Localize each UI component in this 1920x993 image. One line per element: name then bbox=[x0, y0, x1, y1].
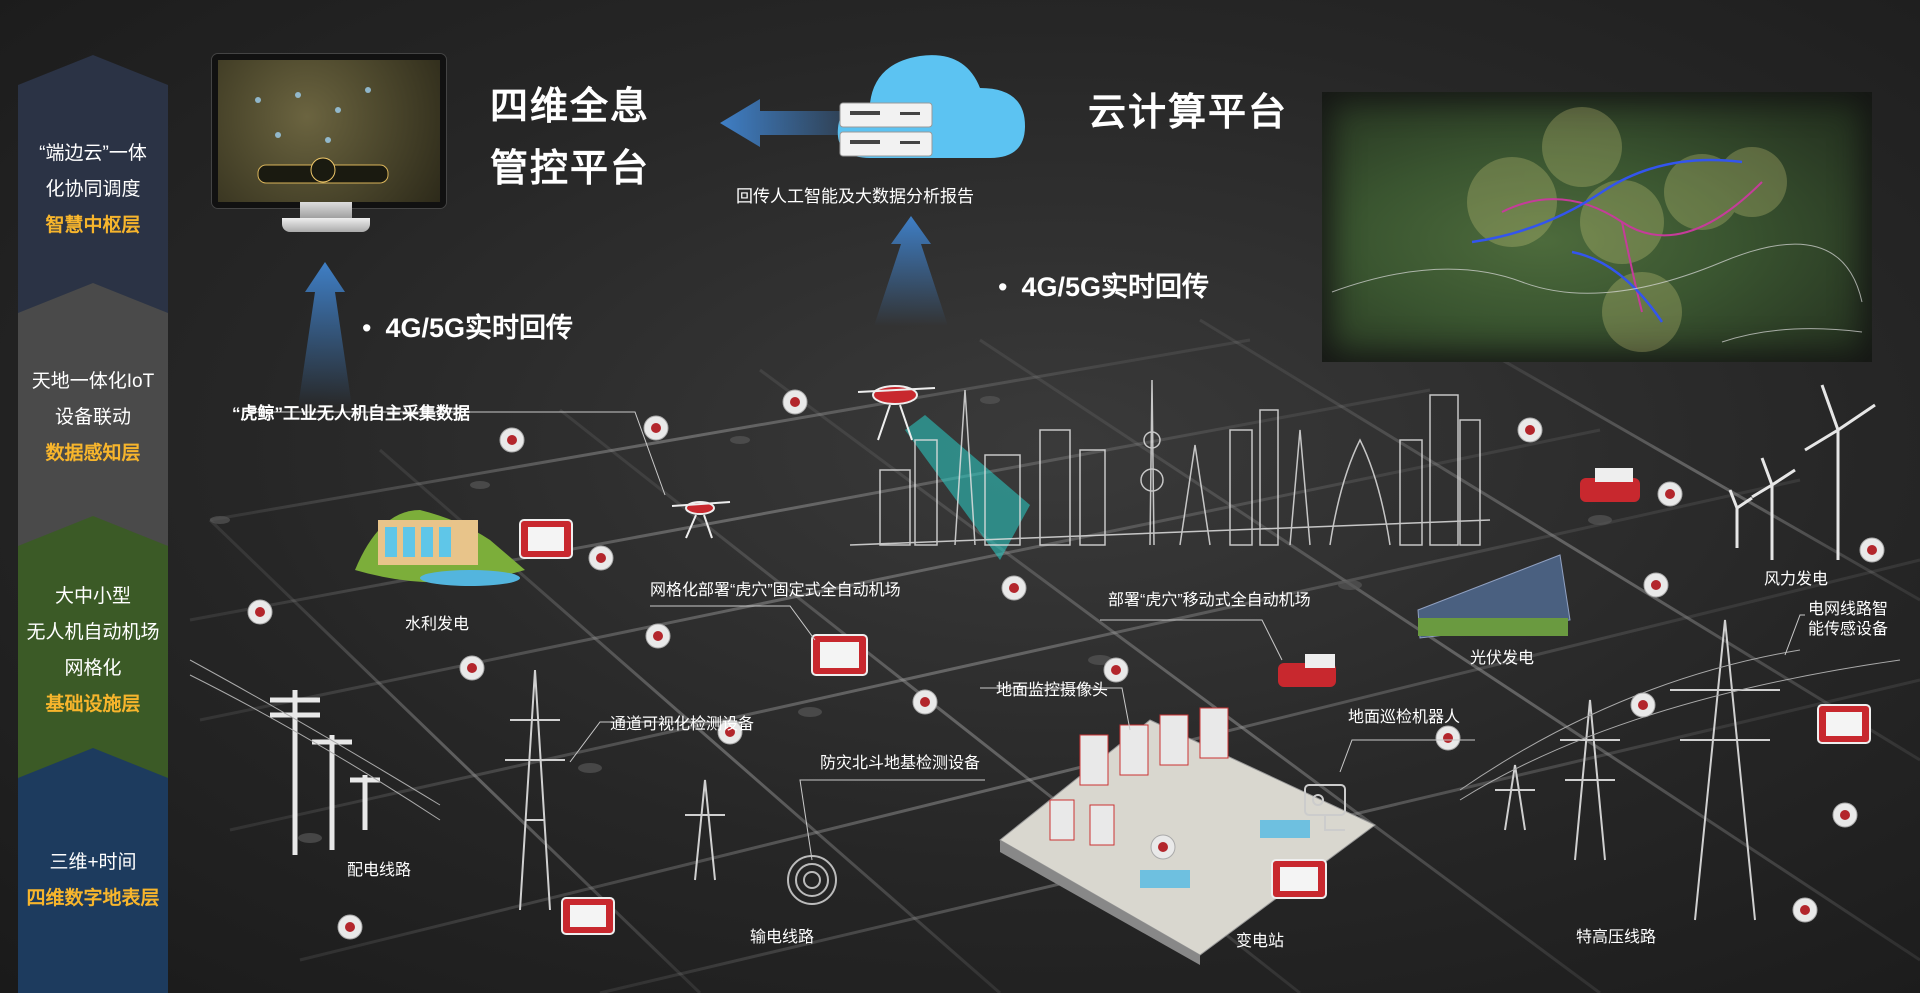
label-grid-sensor-line2: 能传感设备 bbox=[1808, 621, 1889, 638]
solar-panel-illustration bbox=[1417, 554, 1571, 639]
bullet-left-4g5g: 4G/5G实时回传 bbox=[362, 306, 573, 345]
ground-robot bbox=[1304, 784, 1346, 831]
layer-central-hub-title: 智慧中枢层 bbox=[45, 215, 141, 236]
monitor-base bbox=[282, 218, 370, 232]
control-platform-title: 四维全息 管控平台 bbox=[490, 76, 650, 200]
drones bbox=[671, 385, 936, 539]
label-distribution: 配电线路 bbox=[347, 862, 412, 879]
label-grid-sensor: 电网线路智 能传感设备 bbox=[1808, 600, 1888, 640]
control-platform-line1: 四维全息 bbox=[490, 86, 651, 128]
layer-data-sensing-line1: 天地一体化IoT bbox=[31, 371, 155, 392]
label-ground-camera: 地面监控摄像头 bbox=[996, 682, 1109, 699]
layer-digital-surface-title: 四维数字地表层 bbox=[26, 887, 160, 909]
substation-illustration bbox=[999, 707, 1376, 965]
layer-digital-surface: 三维+时间 四维数字地表层 bbox=[18, 748, 168, 993]
layer-infrastructure-line3: 网格化 bbox=[64, 658, 122, 679]
hydro-dam-illustration bbox=[355, 510, 525, 586]
sensor-devices bbox=[127, 389, 1885, 940]
beidou-device bbox=[787, 855, 837, 905]
arrow-up-center-icon bbox=[874, 216, 948, 326]
auto-airport-boxes bbox=[519, 519, 1871, 935]
label-uhv: 特高压线路 bbox=[1576, 929, 1657, 946]
layer-central-hub: “端边云”一体 化协同调度 智慧中枢层 bbox=[18, 55, 168, 325]
tower-illustrations bbox=[505, 619, 1780, 921]
distribution-poles bbox=[270, 690, 380, 855]
label-ground-robot: 地面巡检机器人 bbox=[1348, 709, 1461, 726]
layer-infrastructure: 大中小型 无人机自动机场 网格化 基础设施层 bbox=[18, 516, 168, 786]
layer-data-sensing-title: 数据感知层 bbox=[45, 443, 141, 464]
monitor-map-thumbnail bbox=[255, 87, 389, 184]
layer-data-sensing-line2: 设备联动 bbox=[54, 407, 131, 428]
monitor-screen bbox=[212, 54, 446, 208]
label-hydro: 水利发电 bbox=[405, 616, 470, 633]
satellite-map bbox=[1322, 92, 1872, 362]
label-beidou: 防灾北斗地基检测设备 bbox=[820, 755, 981, 772]
bullet-right-4g5g: 4G/5G实时回传 bbox=[998, 265, 1209, 304]
layer-infrastructure-line1: 大中小型 bbox=[54, 586, 131, 607]
layer-data-sensing: 天地一体化IoT 设备联动 数据感知层 bbox=[18, 283, 168, 553]
wind-turbines bbox=[1728, 384, 1876, 560]
arrow-up-left-icon bbox=[298, 262, 352, 407]
label-substation: 变电站 bbox=[1236, 933, 1285, 950]
label-grid-airport: 网格化部署“虎穴”固定式全自动机场 bbox=[650, 582, 901, 599]
label-drone-collect: “虎鲸”工业无人机自主采集数据 bbox=[232, 404, 470, 423]
layer-central-hub-line1: “端边云”一体 bbox=[39, 143, 147, 164]
label-grid-sensor-line1: 电网线路智 bbox=[1808, 601, 1889, 618]
label-mobile-airport: 部署“虎穴”移动式全自动机场 bbox=[1108, 592, 1311, 609]
monitor-stand bbox=[300, 202, 352, 220]
patrol-vehicles bbox=[1278, 468, 1640, 687]
label-channel-detect: 通道可视化检测设备 bbox=[610, 716, 755, 733]
layer-infrastructure-title: 基础设施层 bbox=[45, 694, 141, 715]
cloud-server-icon bbox=[837, 55, 1025, 158]
label-pv: 光伏发电 bbox=[1470, 650, 1535, 667]
layer-central-hub-line2: 化协同调度 bbox=[45, 179, 141, 200]
layer-infrastructure-line2: 无人机自动机场 bbox=[26, 622, 160, 643]
label-transmission: 输电线路 bbox=[750, 929, 815, 946]
layer-digital-surface-line1: 三维+时间 bbox=[49, 851, 137, 873]
cloud-platform-title: 云计算平台 bbox=[1088, 92, 1289, 134]
label-wind: 风力发电 bbox=[1764, 571, 1829, 588]
control-platform-line2: 管控平台 bbox=[490, 148, 651, 190]
cloud-caption: 回传人工智能及大数据分析报告 bbox=[736, 187, 974, 206]
callout-lines bbox=[250, 411, 1805, 861]
